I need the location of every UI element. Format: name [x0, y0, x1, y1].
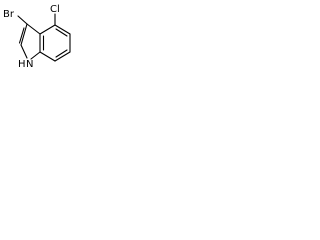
bond-c3-c2-double [18, 27, 25, 44]
atom-label-bromine: Br [3, 9, 15, 20]
bond-c6-c7-double [55, 49, 68, 58]
bond-c3a-c4 [39, 24, 56, 35]
bond-c4-c5-double [55, 28, 68, 37]
bond-c3-c3a [26, 23, 41, 35]
bond-c3-c2 [20, 23, 28, 46]
structure-diagram: Br Cl H N [3, 4, 71, 70]
bond-c2-n1 [20, 44, 28, 59]
bond-c7-c7a [39, 51, 56, 62]
bond-c4-c5 [54, 24, 71, 35]
bond-c6-c7 [54, 51, 71, 62]
atom-label-nitrogen: N [26, 59, 33, 70]
atom-label-chlorine: Cl [50, 4, 60, 15]
bond-c3-br [17, 15, 28, 25]
atom-label-hydrogen: H [18, 59, 26, 70]
bond-n1-c7a [30, 51, 41, 60]
